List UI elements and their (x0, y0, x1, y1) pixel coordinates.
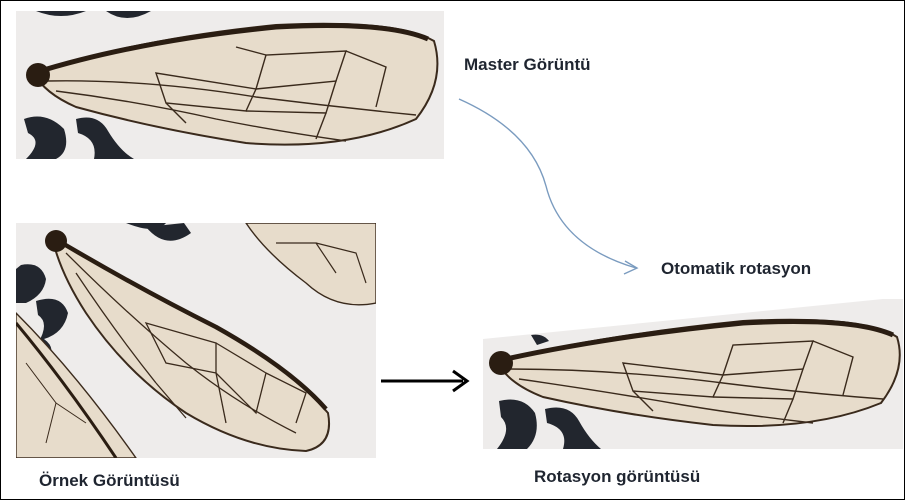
curved-arrowhead (624, 261, 637, 274)
sample-image-label: Örnek Görüntüsü (39, 471, 180, 491)
sample-wing-photo (16, 223, 376, 458)
rotation-image-label: Rotasyon görüntüsü (534, 467, 700, 487)
master-wing-photo (16, 11, 444, 159)
auto-rotation-label: Otomatik rotasyon (661, 259, 811, 279)
straight-arrowhead (453, 371, 467, 391)
rotated-wing-photo (483, 299, 903, 449)
master-image-label: Master Görüntü (464, 55, 591, 75)
curved-arrow (459, 99, 636, 268)
